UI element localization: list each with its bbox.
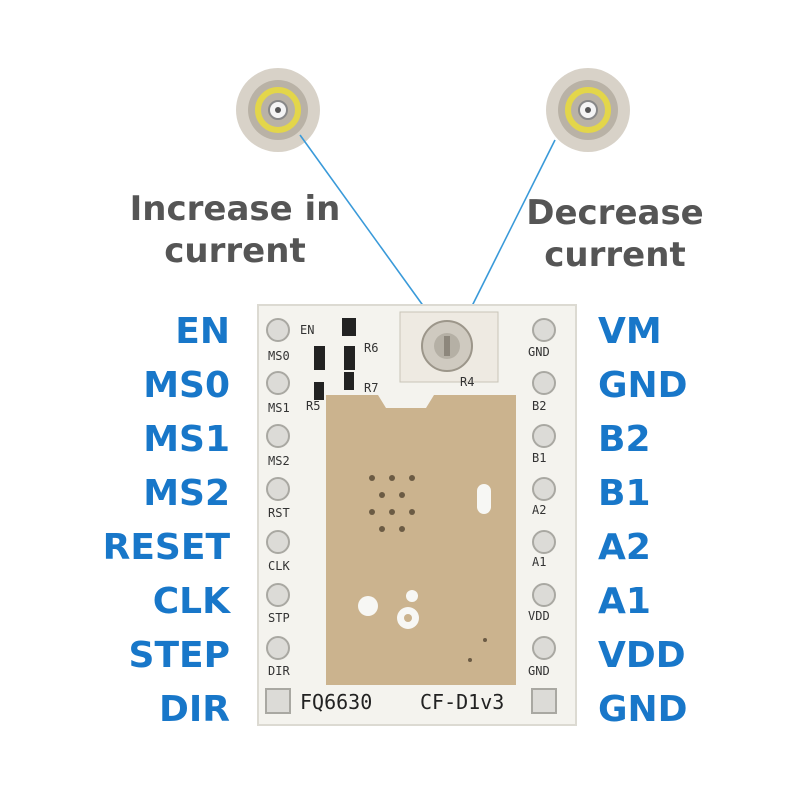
increase-caption-line1: Increase in bbox=[129, 189, 341, 229]
silk-ms1: MS1 bbox=[268, 401, 290, 415]
pot-closeup-left bbox=[236, 68, 320, 152]
right-pin-label-vdd: VDD bbox=[598, 635, 686, 676]
silk-vdd: VDD bbox=[528, 609, 550, 623]
silk-r6: R6 bbox=[364, 341, 378, 355]
silk-r7: R7 bbox=[364, 381, 378, 395]
increase-caption-line2: current bbox=[164, 231, 306, 271]
silk-a1: A1 bbox=[532, 555, 546, 569]
decrease-current-caption: Decrease current bbox=[510, 192, 720, 276]
left-pin-label-step: STEP bbox=[128, 635, 230, 676]
silk-rst: RST bbox=[268, 506, 290, 520]
potentiometer bbox=[399, 311, 499, 383]
left-pin-label-ms2: MS2 bbox=[143, 473, 230, 514]
increase-current-caption: Increase in current bbox=[120, 188, 350, 272]
silk-r4: R4 bbox=[460, 375, 474, 389]
part-label: FQ6630 bbox=[300, 690, 372, 714]
silk-clk: CLK bbox=[268, 559, 290, 573]
pot-closeup-right bbox=[546, 68, 630, 152]
right-pin-label-a1: A1 bbox=[598, 581, 651, 622]
left-pin-label-clk: CLK bbox=[152, 581, 230, 622]
right-pin-label-gnd-2: GND bbox=[598, 689, 688, 730]
left-pin-label-reset: RESET bbox=[102, 527, 230, 568]
silk-stp: STP bbox=[268, 611, 290, 625]
decrease-caption-line2: current bbox=[544, 235, 686, 275]
version-label: CF-D1v3 bbox=[420, 690, 504, 714]
right-pin-label-b2: B2 bbox=[598, 419, 651, 460]
silk-ms2: MS2 bbox=[268, 454, 290, 468]
right-pin-label-vm: VM bbox=[598, 311, 662, 352]
left-header-pins bbox=[265, 318, 291, 714]
right-header-pins bbox=[531, 318, 557, 714]
right-pin-label-gnd-1: GND bbox=[598, 365, 688, 406]
silk-gnd-bottom: GND bbox=[528, 664, 550, 678]
silk-ms0: MS0 bbox=[268, 349, 290, 363]
silk-b1: B1 bbox=[532, 451, 546, 465]
heatsink-area bbox=[326, 395, 516, 685]
left-pin-label-en: EN bbox=[175, 311, 230, 352]
right-pin-label-a2: A2 bbox=[598, 527, 651, 568]
left-pin-label-dir: DIR bbox=[159, 689, 230, 730]
left-pin-label-ms1: MS1 bbox=[143, 419, 230, 460]
silk-r5: R5 bbox=[306, 399, 320, 413]
via-pattern bbox=[369, 475, 487, 662]
right-pin-label-b1: B1 bbox=[598, 473, 651, 514]
pointer-line-increase bbox=[299, 134, 433, 319]
silk-gnd-top: GND bbox=[528, 345, 550, 359]
decrease-caption-line1: Decrease bbox=[526, 193, 704, 233]
silk-dir: DIR bbox=[268, 664, 290, 678]
left-pin-label-ms0: MS0 bbox=[143, 365, 230, 406]
pointer-line-decrease bbox=[469, 139, 556, 311]
silk-en: EN bbox=[300, 323, 314, 337]
silk-a2: A2 bbox=[532, 503, 546, 517]
silk-b2: B2 bbox=[532, 399, 546, 413]
